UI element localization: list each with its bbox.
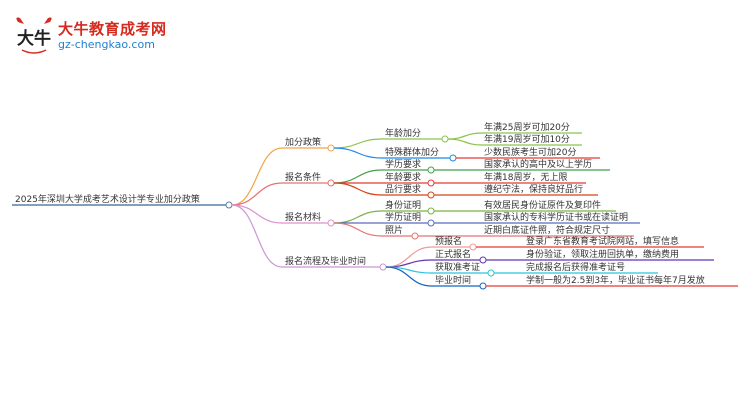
branch-3-child-2-connector (487, 269, 495, 277)
root-node-label: 2025年深圳大学成考艺术设计学专业加分政策 (15, 193, 200, 205)
branch-1-child-2-link (333, 182, 383, 196)
branch-2-child-1-label: 学历证明 (385, 211, 421, 223)
branch-2-connector (327, 219, 335, 227)
branch-1-child-1-connector (427, 179, 435, 187)
branch-3-child-3-label: 毕业时间 (435, 274, 471, 286)
branch-1-child-2-leaf-0-label: 遵纪守法，保持良好品行 (484, 183, 583, 195)
root-node-connector (225, 201, 233, 209)
branch-1-child-2-connector (427, 191, 435, 199)
branch-2-child-0-link (333, 210, 383, 224)
root-to-branch-2-link (231, 204, 283, 224)
branch-2-label: 报名材料 (285, 211, 321, 223)
branch-3-child-0-leaf-0-label: 登录广东省教育考试院网站，填写信息 (526, 235, 679, 247)
branch-0-child-0-link (333, 138, 383, 149)
branch-3-child-1-label: 正式报名 (435, 248, 471, 260)
branch-0-child-1-connector (449, 154, 457, 162)
root-to-branch-3-link (231, 204, 283, 268)
branch-3-child-1-leaf-0-label: 身份验证，领取注册回执单，缴纳费用 (526, 248, 679, 260)
branch-1-child-0-connector (427, 166, 435, 174)
root-to-branch-1-link (231, 182, 283, 206)
branch-3-child-2-label: 获取准考证 (435, 262, 480, 273)
branch-2-child-0-label: 身份证明 (385, 199, 421, 211)
branch-0-child-0-label: 年龄加分 (385, 127, 421, 139)
branch-2-child-2-connector (411, 232, 419, 240)
branch-3-child-3-leaf-0-label: 学制一般为2.5到3年，毕业证书每年7月发放 (526, 274, 705, 286)
branch-1-child-0-label: 学历要求 (385, 158, 421, 170)
branch-1-label: 报名条件 (285, 171, 321, 183)
branch-3-child-3-connector (479, 282, 487, 290)
bull-logo-icon: 大牛 (16, 17, 52, 54)
branch-1-child-0-link (333, 169, 383, 184)
logo-mark-text: 大牛 (17, 28, 51, 49)
site-logo[interactable]: 大牛 大牛教育成考网 gz-chengkao.com (12, 14, 212, 58)
root-to-branch-0-link (231, 147, 283, 206)
branch-2-child-0-connector (427, 207, 435, 215)
branch-2-child-1-leaf-0-label: 国家承认的专科学历证书或在读证明 (484, 211, 628, 223)
branch-0-child-1-leaf-0-label: 少数民族考生可加20分 (484, 146, 576, 158)
branch-3-connector (379, 263, 387, 271)
branch-3-child-2-leaf-0-label: 完成报名后获得准考证号 (526, 261, 625, 273)
branch-3-child-3-link (385, 266, 433, 287)
branch-1-child-0-leaf-0-label: 国家承认的高中及以上学历 (484, 158, 592, 170)
branch-0-child-0-leaf-0-link (447, 132, 483, 140)
branch-0-child-1-link (333, 147, 383, 159)
logo-title: 大牛教育成考网 (58, 20, 167, 38)
branch-0-label: 加分政策 (285, 136, 321, 148)
branch-1-child-1-label: 年龄要求 (385, 171, 421, 183)
branch-0-child-0-leaf-0-label: 年满25周岁可加20分 (484, 121, 570, 133)
branch-1-child-2-label: 品行要求 (385, 183, 421, 195)
branch-2-child-2-link (333, 222, 383, 237)
branch-3-child-1-connector (479, 256, 487, 264)
branch-0-child-0-leaf-1-link (447, 138, 483, 146)
branch-3-label: 报名流程及毕业时间 (285, 255, 366, 267)
branch-2-child-1-connector (427, 219, 435, 227)
branch-0-child-1-label: 特殊群体加分 (385, 146, 439, 158)
branch-2-child-0-leaf-0-label: 有效居民身份证原件及复印件 (484, 199, 601, 211)
branch-0-child-0-leaf-1-label: 年满19周岁可加10分 (484, 133, 570, 145)
branch-1-child-1-leaf-0-label: 年满18周岁，无上限 (484, 171, 567, 183)
branch-1-connector (327, 179, 335, 187)
branch-0-child-0-connector (441, 135, 449, 143)
branch-2-child-2-leaf-0-label: 近期白底证件照，符合规定尺寸 (484, 224, 610, 236)
branch-0-connector (327, 144, 335, 152)
branch-3-child-0-label: 预报名 (435, 235, 462, 247)
branch-2-child-2-label: 照片 (385, 224, 403, 236)
logo-url: gz-chengkao.com (58, 38, 155, 51)
